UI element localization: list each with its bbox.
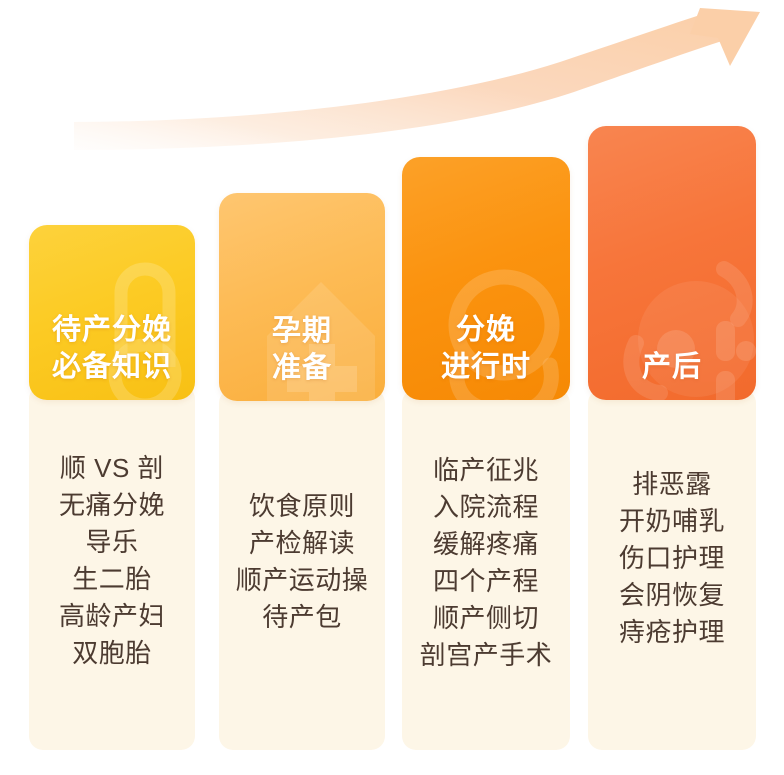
list-item: 排恶露 bbox=[632, 469, 712, 499]
list-item: 生二胎 bbox=[72, 563, 152, 594]
list-item: 双胞胎 bbox=[72, 637, 152, 668]
column-title: 产后 bbox=[641, 350, 702, 383]
list-item: 开奶哺乳 bbox=[618, 505, 725, 536]
column-header-card[interactable]: 待产分娩 必备知识 bbox=[29, 225, 195, 400]
list-item: 临产征兆 bbox=[432, 455, 539, 485]
list-item: 高龄产妇 bbox=[58, 600, 165, 631]
category-column-postpartum[interactable]: 产后 排恶露 开奶哺乳 伤口护理 会阴恢复 痔疮护理 bbox=[588, 126, 756, 750]
arrow-head-icon bbox=[690, 8, 760, 66]
list-item: 顺产侧切 bbox=[432, 602, 539, 633]
list-item: 伤口护理 bbox=[618, 542, 725, 573]
column-item-list: 排恶露 开奶哺乳 伤口护理 会阴恢复 痔疮护理 bbox=[588, 466, 756, 651]
list-item: 四个产程 bbox=[432, 565, 539, 596]
list-item: 缓解疼痛 bbox=[432, 528, 539, 559]
column-header-card[interactable]: 产后 bbox=[588, 126, 756, 400]
category-column-pregnancy-prep[interactable]: 孕期 准备 饮食原则 产检解读 顺产运动操 待产包 bbox=[219, 193, 385, 750]
list-item: 顺产运动操 bbox=[235, 564, 369, 595]
list-item: 痔疮护理 bbox=[618, 616, 725, 647]
category-column-delivery[interactable]: 分娩 进行时 临产征兆 入院流程 缓解疼痛 四个产程 顺产侧切 剖宫产手术 bbox=[402, 157, 570, 750]
category-column-prelabor[interactable]: 待产分娩 必备知识 顺 VS 剖 无痛分娩 导乐 生二胎 高龄产妇 双胞胎 bbox=[29, 225, 195, 750]
column-title: 分娩 进行时 bbox=[440, 313, 531, 383]
column-header-card[interactable]: 分娩 进行时 bbox=[402, 157, 570, 400]
list-item: 顺 VS 剖 bbox=[59, 453, 165, 483]
column-panel bbox=[588, 389, 756, 750]
column-title: 待产分娩 必备知识 bbox=[51, 313, 172, 383]
list-item: 入院流程 bbox=[432, 491, 539, 522]
column-header-card[interactable]: 孕期 准备 bbox=[219, 193, 385, 401]
list-item: 产检解读 bbox=[248, 527, 355, 558]
column-panel bbox=[219, 389, 385, 750]
list-item: 剖宫产手术 bbox=[419, 639, 553, 670]
column-item-list: 临产征兆 入院流程 缓解疼痛 四个产程 顺产侧切 剖宫产手术 bbox=[402, 452, 570, 673]
list-item: 待产包 bbox=[262, 601, 342, 632]
column-item-list: 顺 VS 剖 无痛分娩 导乐 生二胎 高龄产妇 双胞胎 bbox=[29, 450, 195, 671]
column-title: 孕期 准备 bbox=[271, 314, 332, 384]
list-item: 饮食原则 bbox=[248, 491, 355, 521]
list-item: 导乐 bbox=[85, 526, 139, 557]
column-item-list: 饮食原则 产检解读 顺产运动操 待产包 bbox=[219, 488, 385, 636]
list-item: 会阴恢复 bbox=[618, 579, 725, 610]
list-item: 无痛分娩 bbox=[58, 489, 165, 520]
column-panel bbox=[402, 389, 570, 750]
column-panel bbox=[29, 385, 195, 750]
